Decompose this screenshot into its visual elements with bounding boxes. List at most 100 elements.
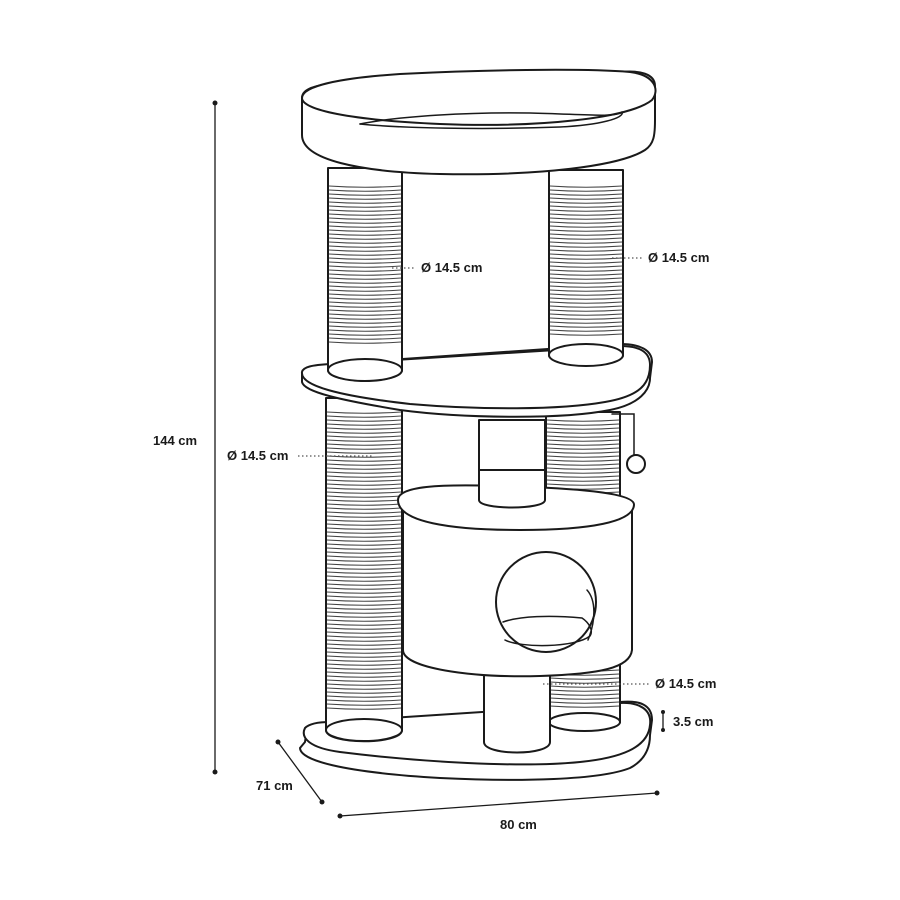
rope-wrap-line (549, 217, 623, 220)
rope-wrap-line (328, 337, 402, 340)
rope-wrap-line (326, 483, 402, 486)
rope-wrap-line (326, 587, 402, 590)
rope-wrap-line (326, 647, 402, 650)
rope-wrap-line (328, 329, 402, 332)
rope-wrap-line (546, 475, 620, 478)
rope-wrap-line (328, 197, 402, 200)
label-base-thickness: 3.5 cm (673, 714, 714, 729)
rope-wrap-line (549, 253, 623, 256)
rope-wrap-line (549, 685, 620, 688)
rope-wrap-line (326, 551, 402, 554)
rope-wrap-line (549, 185, 623, 188)
rope-wrap-line (549, 281, 623, 284)
rope-wrap-line (546, 447, 620, 450)
rope-wrap-line (326, 687, 402, 690)
rope-wrap-line (549, 309, 623, 312)
rope-wrap-line (549, 197, 623, 200)
rope-wrap-line (328, 321, 402, 324)
rope-wrap-line (326, 611, 402, 614)
rope-wrap-line (328, 229, 402, 232)
rope-wrap-line (326, 415, 402, 418)
rope-wrap-line (326, 427, 402, 430)
rope-wrap-line (326, 619, 402, 622)
rope-wrap-line (549, 313, 623, 316)
label-width: 80 cm (500, 817, 537, 832)
rope-wrap-line (328, 205, 402, 208)
post-lower-center (483, 669, 551, 754)
rope-wrap-line (328, 249, 402, 252)
rope-wrap-line (326, 543, 402, 546)
rope-wrap-line (546, 467, 620, 470)
rope-wrap-line (549, 221, 623, 224)
rope-wrap-line (546, 451, 620, 454)
rope-wrap-line (549, 321, 623, 324)
rope-wrap-line (549, 273, 623, 276)
rope-wrap-line (546, 419, 620, 422)
rope-wrap-line (328, 209, 402, 212)
rope-wrap-line (549, 333, 623, 336)
rope-wrap-line (328, 317, 402, 320)
rope-wrap-line (326, 479, 402, 482)
rope-wrap-line (328, 269, 402, 272)
rope-wrap-line (549, 265, 623, 268)
rope-wrap-line (546, 443, 620, 446)
rope-wrap-line (326, 607, 402, 610)
label-post-middle-left: Ø 14.5 cm (227, 448, 289, 463)
rope-wrap-line (328, 277, 402, 280)
rope-wrap-line (326, 423, 402, 426)
rope-wrap-line (326, 519, 402, 522)
rope-wrap-line (546, 471, 620, 474)
rope-wrap-line (549, 245, 623, 248)
rope-wrap-line (549, 189, 623, 192)
rope-wrap-line (549, 705, 620, 708)
rope-wrap-line (328, 285, 402, 288)
rope-wrap-line (326, 559, 402, 562)
rope-wrap-line (549, 205, 623, 208)
rope-wrap-line (326, 603, 402, 606)
rope-wrap-line (326, 651, 402, 654)
rope-wrap-line (328, 265, 402, 268)
rope-wrap-line (326, 531, 402, 534)
rope-wrap-line (328, 309, 402, 312)
rope-wrap-line (549, 297, 623, 300)
rope-wrap-line (549, 209, 623, 212)
rope-wrap-line (326, 679, 402, 682)
rope-wrap-line (326, 635, 402, 638)
rope-wrap-line (549, 701, 620, 704)
rope-wrap-line (326, 503, 402, 506)
rope-wrap-line (326, 567, 402, 570)
rope-wrap-line (546, 483, 620, 486)
rope-wrap-line (326, 527, 402, 530)
hanging-toy (611, 413, 646, 474)
rope-wrap-line (326, 499, 402, 502)
rope-wrap-line (326, 599, 402, 602)
leader-lines (298, 257, 650, 685)
rope-wrap-line (328, 201, 402, 204)
rope-wrap-line (546, 459, 620, 462)
rope-wrap-line (326, 495, 402, 498)
rope-wrap-line (326, 431, 402, 434)
rope-wrap-line (326, 667, 402, 670)
rope-wrap-line (549, 305, 623, 308)
rope-wrap-line (326, 511, 402, 514)
rope-wrap-line (328, 313, 402, 316)
dimension-width (337, 790, 660, 819)
rope-wrap-line (326, 459, 402, 462)
rope-wrap-line (546, 435, 620, 438)
rope-wrap-line (549, 285, 623, 288)
label-depth: 71 cm (256, 778, 293, 793)
rope-wrap-line (328, 225, 402, 228)
rope-wrap-line (326, 683, 402, 686)
rope-wrap-line (328, 217, 402, 220)
rope-wrap-line (326, 707, 402, 710)
rope-wrap-line (549, 249, 623, 252)
rope-wrap-line (326, 675, 402, 678)
rope-wrap-line (549, 697, 620, 700)
rope-wrap-line (328, 221, 402, 224)
dimension-depth (275, 739, 325, 805)
rope-wrap-line (546, 431, 620, 434)
top-bed (301, 68, 657, 176)
rope-wrap-line (549, 257, 623, 260)
rope-wrap-line (328, 189, 402, 192)
rope-wrap-line (326, 419, 402, 422)
